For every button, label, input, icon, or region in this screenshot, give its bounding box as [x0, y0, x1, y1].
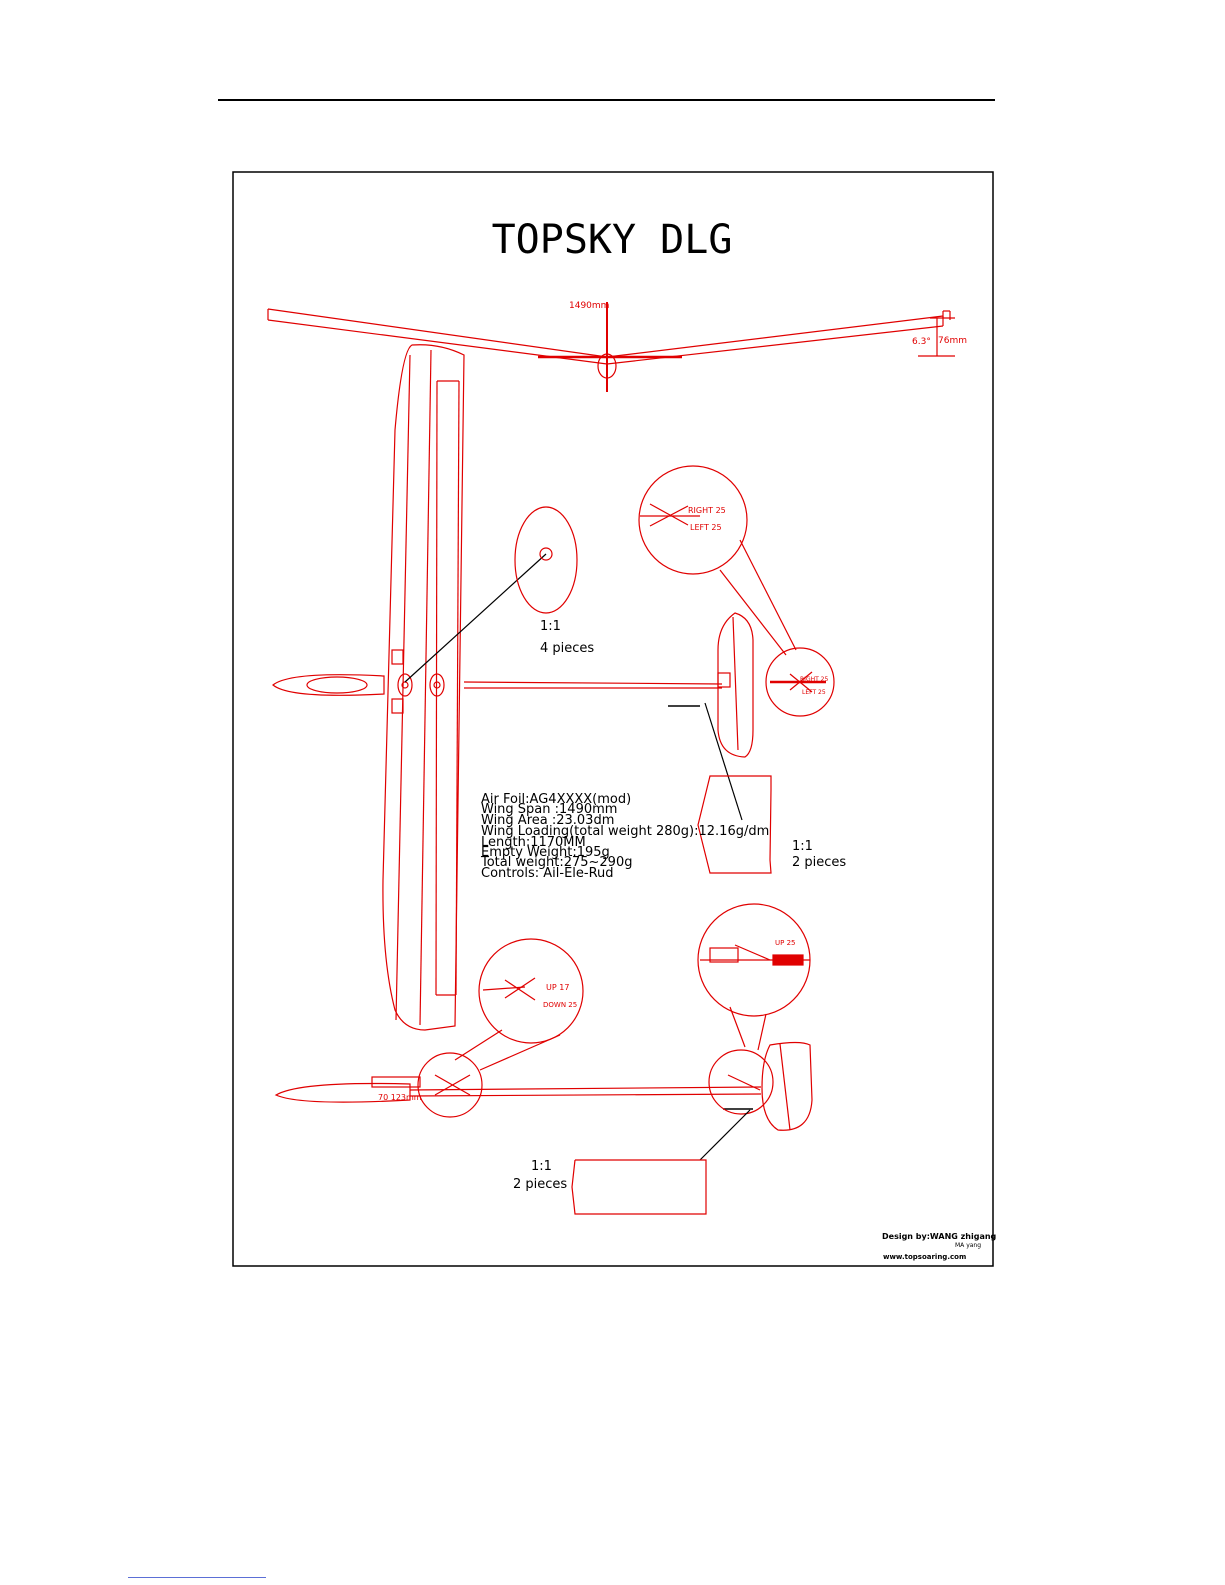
tail-detail-circle: [765, 647, 835, 717]
tip-height-label: 76mm: [938, 336, 967, 346]
side-detail-right: [697, 903, 811, 1051]
spec-line: Wing Area :23.03dm: [481, 813, 614, 828]
servo-right-label: RIGHT 25: [688, 506, 726, 515]
dihedral-label: 6.3°: [912, 337, 931, 347]
footer-rule: [128, 1577, 266, 1578]
part2-qty: 2 pieces: [792, 855, 846, 870]
front-view: [267, 302, 955, 392]
wing-planform: [382, 344, 465, 1031]
servo-left-label: LEFT 25: [690, 523, 722, 532]
rudder-up-label: UP 25: [775, 939, 795, 947]
specs-block: Air Foil:AG4XXXX(mod) Wing Span :1490mm …: [480, 792, 769, 881]
nose-dimension: 70 123mm: [378, 1093, 422, 1102]
part2-hexagon: [697, 775, 772, 874]
part3-qty: 2 pieces: [513, 1177, 567, 1192]
part1-ellipse: [514, 506, 578, 614]
designer-credit: Design by:WANG zhigang: [882, 1232, 997, 1241]
elevator-detail: [638, 465, 797, 656]
part3-scale: 1:1: [531, 1159, 552, 1174]
plan-title: TOPSKY DLG: [492, 217, 733, 263]
spec-line: Controls: Ail-Ele-Rud: [481, 866, 614, 881]
spec-line: Wing Loading(total weight 280g):12.16g/d…: [481, 824, 769, 839]
spec-line: Total weight:275~290g: [480, 855, 632, 870]
side-view: [274, 1041, 813, 1131]
elev-down-label: DOWN 25: [543, 1001, 577, 1009]
spec-line: Air Foil:AG4XXXX(mod): [481, 792, 631, 807]
spec-line: Length:1170MM: [481, 835, 586, 850]
part2-scale: 1:1: [792, 839, 813, 854]
sheet-border: [232, 171, 994, 1267]
nose-pod-plan: [272, 674, 385, 696]
part1-qty: 4 pieces: [540, 641, 594, 656]
span-dimension: 1490mm: [569, 301, 609, 311]
website-url: www.topsoaring.com: [883, 1253, 966, 1261]
part1-scale: 1:1: [540, 619, 561, 634]
spec-line: Wing Span :1490mm: [481, 802, 617, 817]
elev-up-label: UP 17: [546, 983, 569, 992]
spec-line: Empty Weight:195g: [481, 845, 610, 860]
stabilizer-plan: [717, 612, 754, 758]
tail-right-label: RIGHT 25: [800, 676, 828, 683]
header-rule: [218, 99, 995, 101]
designer-credit-2: MA yang: [955, 1242, 981, 1249]
tail-left-label: LEFT 25: [802, 689, 826, 696]
side-detail-left: [454, 938, 584, 1071]
part3-rectangle: [571, 1159, 707, 1215]
